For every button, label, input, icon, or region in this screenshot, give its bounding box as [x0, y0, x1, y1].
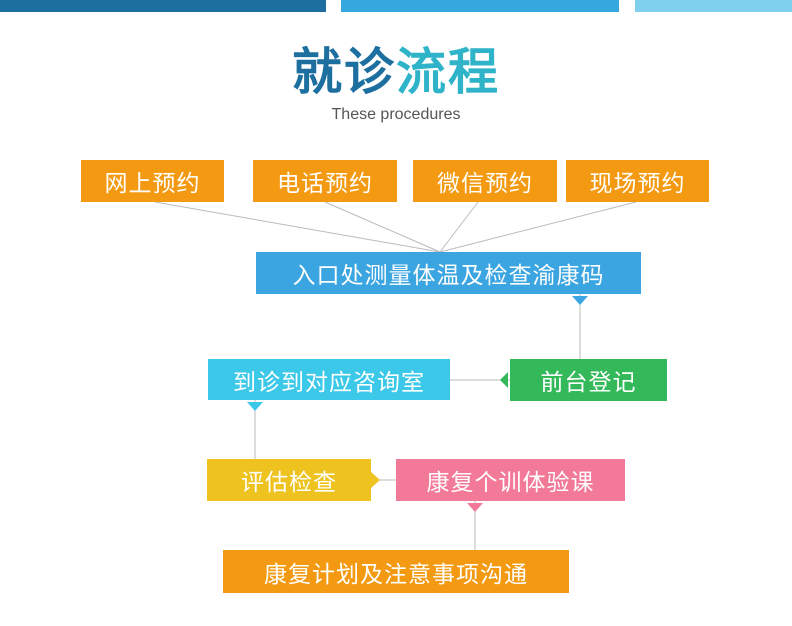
connector-onsite [439, 201, 637, 253]
booking-online: 网上预约 [81, 160, 224, 202]
arrow-reception [500, 372, 508, 388]
step-plan: 康复计划及注意事项沟通 [223, 550, 569, 593]
arrow-assessment [371, 472, 380, 488]
step-entrance: 入口处测量体温及检查渝康码 [256, 252, 641, 294]
step-rehab-class: 康复个训体验课 [396, 459, 625, 501]
title-part1: 就诊 [292, 43, 396, 101]
arrow-consult [247, 402, 263, 411]
page-title: 就诊流程 [0, 40, 792, 104]
title-part2: 流程 [396, 43, 500, 101]
connector-web [154, 201, 441, 253]
booking-wechat: 微信预约 [413, 160, 557, 202]
step-consult-room: 到诊到对应咨询室 [208, 359, 450, 400]
connector-wechat [439, 201, 479, 253]
connector-phone [324, 201, 441, 253]
booking-onsite: 现场预约 [566, 160, 709, 202]
header-bar-mid [341, 0, 619, 12]
arrow-rehab [467, 503, 483, 512]
arrow-entrance [572, 296, 588, 305]
step-assessment: 评估检查 [207, 459, 371, 501]
header-bar-light [635, 0, 792, 12]
header-bar-dark [0, 0, 326, 12]
booking-phone: 电话预约 [253, 160, 397, 202]
step-reception: 前台登记 [510, 359, 667, 401]
page-subtitle: These procedures [331, 106, 461, 123]
